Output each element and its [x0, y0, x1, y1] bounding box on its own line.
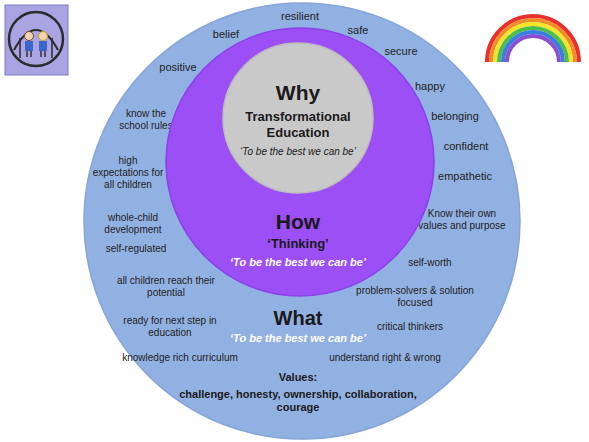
core-subheading: Transformational Education	[238, 109, 358, 140]
value-word: all children reach their potential	[107, 275, 225, 299]
value-word: confident	[426, 140, 506, 153]
value-word: self-regulated	[91, 243, 181, 255]
inner-circle: WhyTransformational Education ‘To be the …	[222, 42, 374, 194]
values-list: challenge, honesty, ownership, collabora…	[169, 388, 427, 414]
value-word: Know their own values and purpose	[416, 208, 508, 232]
value-word: problem-solvers & solution focused	[350, 285, 480, 309]
value-word: understand right & wrong	[315, 352, 455, 364]
ring-motto: ‘To be the best we can be’	[198, 256, 398, 269]
ring-heading: How	[238, 209, 358, 234]
ring-subheading: ‘Thinking’	[238, 236, 358, 252]
value-word: ready for next step in education	[115, 315, 225, 339]
middle-circle: How‘Thinking’‘To be the best we can be’W…	[165, 27, 435, 297]
value-word: know the school rules	[113, 108, 179, 132]
value-word: resilient	[260, 10, 340, 23]
value-word: self-worth	[390, 257, 470, 269]
value-word: whole-child development	[100, 212, 166, 236]
circle-shape	[223, 43, 373, 193]
value-word: knowledge rich curriculum	[110, 352, 250, 364]
circle-shape	[166, 28, 434, 296]
ring-motto: ‘To be the best we can be’	[198, 332, 398, 345]
rainbow	[487, 16, 579, 62]
school-logo	[5, 5, 68, 75]
circle-shape	[84, 3, 520, 439]
outer-circle: What‘To be the best we can be’beliefresi…	[83, 2, 521, 440]
core-heading: Why	[248, 80, 348, 105]
values-heading: Values:	[258, 371, 338, 384]
core-motto: ‘To be the best we can be’	[228, 146, 368, 158]
value-word: critical thinkers	[360, 321, 460, 333]
value-word: empathetic	[425, 170, 505, 183]
value-word: high expectations for all children	[91, 155, 165, 191]
ring-heading: What	[238, 306, 358, 330]
